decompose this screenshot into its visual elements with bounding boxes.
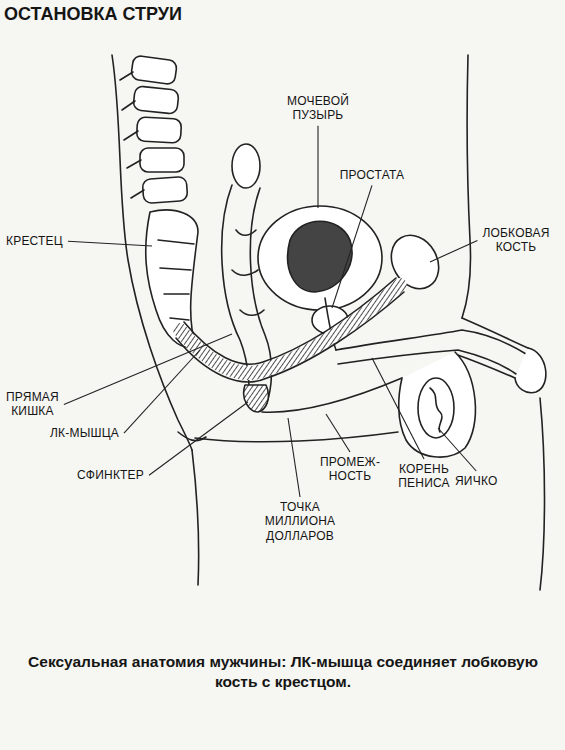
penis-outline [462, 318, 528, 348]
thigh-front [540, 398, 545, 590]
perineum-line [262, 378, 402, 412]
leader-lines [64, 126, 478, 497]
part-label: ЛОБКОВАЯ КОСТЬ [480, 226, 551, 255]
part-label: СФИНКТЕР [75, 468, 146, 482]
figure-caption: Сексуальная анатомия мужчины: ЛК-мышца с… [28, 652, 538, 692]
rectum-folds [232, 230, 264, 315]
part-label: ПРЯМАЯ КИШКА [4, 390, 61, 419]
sacrum [146, 210, 198, 347]
leader-line [332, 185, 372, 308]
part-label: ЯИЧКО [453, 474, 499, 488]
part-label: КОРЕНЬ ПЕНИСА [396, 462, 452, 491]
bladder-content [288, 221, 352, 292]
leader-line [149, 402, 248, 475]
thigh-line [195, 432, 398, 442]
pc-muscle-edge [184, 278, 396, 364]
leader-line [317, 126, 318, 208]
sacrum-segments [158, 240, 194, 320]
thigh-outline [192, 450, 199, 585]
part-label: ПРОМЕЖ- НОСТЬ [318, 455, 382, 484]
part-label: ТОЧКА МИЛЛИОНА ДОЛЛАРОВ [263, 500, 338, 543]
epididymis [430, 388, 442, 432]
spinous-process [120, 72, 144, 198]
pc-muscle-edge [176, 292, 404, 382]
leader-line [288, 418, 300, 497]
bladder [258, 206, 382, 310]
part-label: ПРОСТАТА [338, 168, 407, 182]
part-label: МОЧЕВОЙ ПУЗЫРЬ [285, 94, 351, 123]
sphincter [244, 385, 269, 412]
testicle [418, 378, 454, 438]
colon-loop [232, 144, 260, 188]
vertebrae [131, 55, 188, 203]
part-label: КРЕСТЕЦ [4, 234, 65, 248]
part-label: ЛК-МЫШЦА [48, 426, 121, 440]
leader-line [124, 350, 200, 433]
leader-line [68, 241, 152, 246]
front-outline [462, 55, 471, 318]
leader-line [326, 414, 350, 452]
glans [515, 348, 546, 393]
scrotum [399, 352, 476, 457]
leader-line [430, 240, 477, 262]
page-title: ОСТАНОВКА СТРУИ [4, 4, 182, 25]
leader-line [372, 358, 424, 459]
leader-line [64, 334, 232, 404]
